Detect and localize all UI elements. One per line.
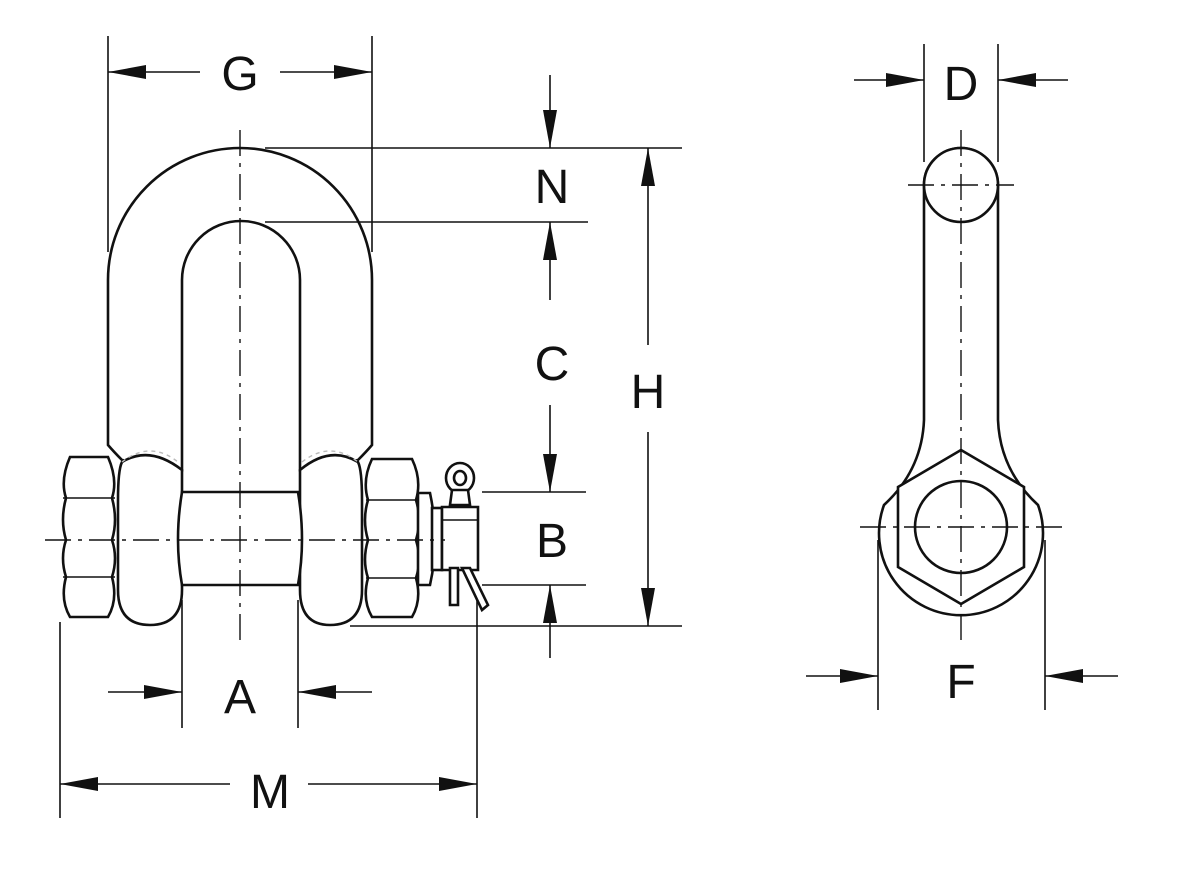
dim-label-h: H xyxy=(631,366,666,419)
front-dimensions: G N C B H A M xyxy=(59,36,682,819)
dim-label-n: N xyxy=(535,161,570,214)
hex-nut xyxy=(363,457,421,619)
cotter-pin xyxy=(440,461,490,613)
dim-label-c: C xyxy=(535,338,570,391)
front-view xyxy=(45,130,490,640)
side-view xyxy=(860,130,1062,640)
side-dimensions: D F xyxy=(806,44,1118,710)
dim-label-g: G xyxy=(221,48,258,101)
shackle-bow xyxy=(106,146,374,472)
pin-head-hex xyxy=(61,455,117,619)
dim-label-b: B xyxy=(536,515,568,568)
dim-label-a: A xyxy=(224,671,256,724)
dim-label-d: D xyxy=(944,58,979,111)
dim-label-m: M xyxy=(250,766,290,819)
dim-label-f: F xyxy=(946,656,975,709)
